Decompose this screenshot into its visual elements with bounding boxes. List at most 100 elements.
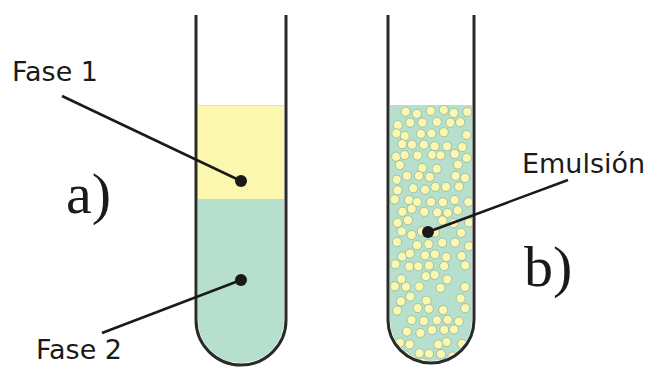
droplet — [425, 261, 434, 270]
droplet — [439, 105, 448, 114]
phase-1-liquid — [196, 105, 286, 199]
droplet — [430, 270, 439, 279]
droplet — [405, 249, 414, 258]
droplet — [464, 242, 473, 251]
droplet — [416, 129, 425, 138]
droplet — [416, 328, 425, 337]
droplet — [453, 206, 462, 215]
droplet — [440, 325, 449, 334]
part-label: Emulsión — [522, 150, 645, 177]
droplet — [396, 297, 405, 306]
droplet — [390, 349, 399, 358]
droplet — [398, 140, 407, 149]
droplet — [443, 275, 452, 284]
droplet — [413, 304, 422, 313]
droplet — [412, 109, 421, 118]
droplet — [438, 198, 447, 207]
droplet — [398, 207, 407, 216]
droplet — [439, 306, 448, 315]
droplet — [391, 260, 400, 269]
droplet — [450, 238, 459, 247]
droplet — [414, 262, 423, 271]
test-tube-b — [388, 15, 474, 363]
droplet — [436, 350, 445, 359]
droplet — [424, 349, 433, 358]
droplet — [461, 304, 470, 313]
droplet — [450, 149, 459, 158]
droplet — [415, 349, 424, 358]
droplet — [406, 118, 415, 127]
droplet — [436, 283, 445, 292]
droplet — [407, 140, 416, 149]
droplet — [453, 160, 462, 169]
leader-dot — [235, 274, 247, 286]
droplet — [462, 130, 471, 139]
droplet — [442, 337, 451, 346]
droplet — [406, 292, 415, 301]
droplet — [442, 142, 451, 151]
droplet — [419, 140, 428, 149]
droplet — [426, 106, 435, 115]
droplet — [392, 152, 401, 161]
droplet — [449, 325, 458, 334]
droplet — [402, 327, 411, 336]
droplet — [457, 228, 466, 237]
droplet — [401, 282, 410, 291]
droplet — [454, 182, 463, 191]
droplet — [432, 316, 441, 325]
droplet — [443, 315, 452, 324]
emulsion-liquid — [388, 105, 474, 378]
droplet — [394, 362, 403, 371]
droplet — [428, 150, 437, 159]
droplet — [407, 230, 416, 239]
droplet — [436, 151, 445, 160]
droplet — [413, 241, 422, 250]
droplet — [451, 171, 460, 180]
droplet — [407, 316, 416, 325]
panel-letter: a) — [66, 165, 111, 223]
droplet — [424, 304, 433, 313]
droplet — [393, 306, 402, 315]
leader-line — [102, 280, 241, 333]
droplet — [390, 282, 399, 291]
droplet — [392, 175, 401, 184]
droplet — [427, 129, 436, 138]
part-label: Fase 1 — [12, 58, 98, 85]
droplet — [461, 261, 470, 270]
droplet — [460, 282, 469, 291]
droplet — [441, 182, 450, 191]
droplet — [393, 186, 402, 195]
droplet — [434, 340, 443, 349]
droplet — [428, 325, 437, 334]
droplet — [409, 184, 418, 193]
droplet — [397, 227, 406, 236]
droplet — [463, 107, 472, 116]
droplet — [392, 237, 401, 246]
droplet — [456, 294, 465, 303]
droplet — [432, 117, 441, 126]
test-tube-a — [196, 15, 286, 365]
droplet — [456, 118, 465, 127]
droplet — [433, 208, 442, 217]
leader-dot — [235, 175, 247, 187]
droplet — [424, 240, 433, 249]
droplet — [446, 118, 455, 127]
droplet — [392, 129, 401, 138]
droplet — [401, 107, 410, 116]
droplet — [402, 171, 411, 180]
leader-dot — [422, 226, 434, 238]
droplet — [457, 251, 466, 260]
droplet — [458, 143, 467, 152]
droplet — [403, 216, 412, 225]
droplet — [415, 282, 424, 291]
droplet — [425, 172, 434, 181]
droplet — [413, 151, 422, 160]
droplet — [438, 216, 447, 225]
droplet — [440, 262, 449, 271]
droplet — [419, 317, 428, 326]
droplet — [442, 253, 451, 262]
droplet — [393, 218, 402, 227]
droplet — [449, 108, 458, 117]
droplet — [438, 238, 447, 247]
